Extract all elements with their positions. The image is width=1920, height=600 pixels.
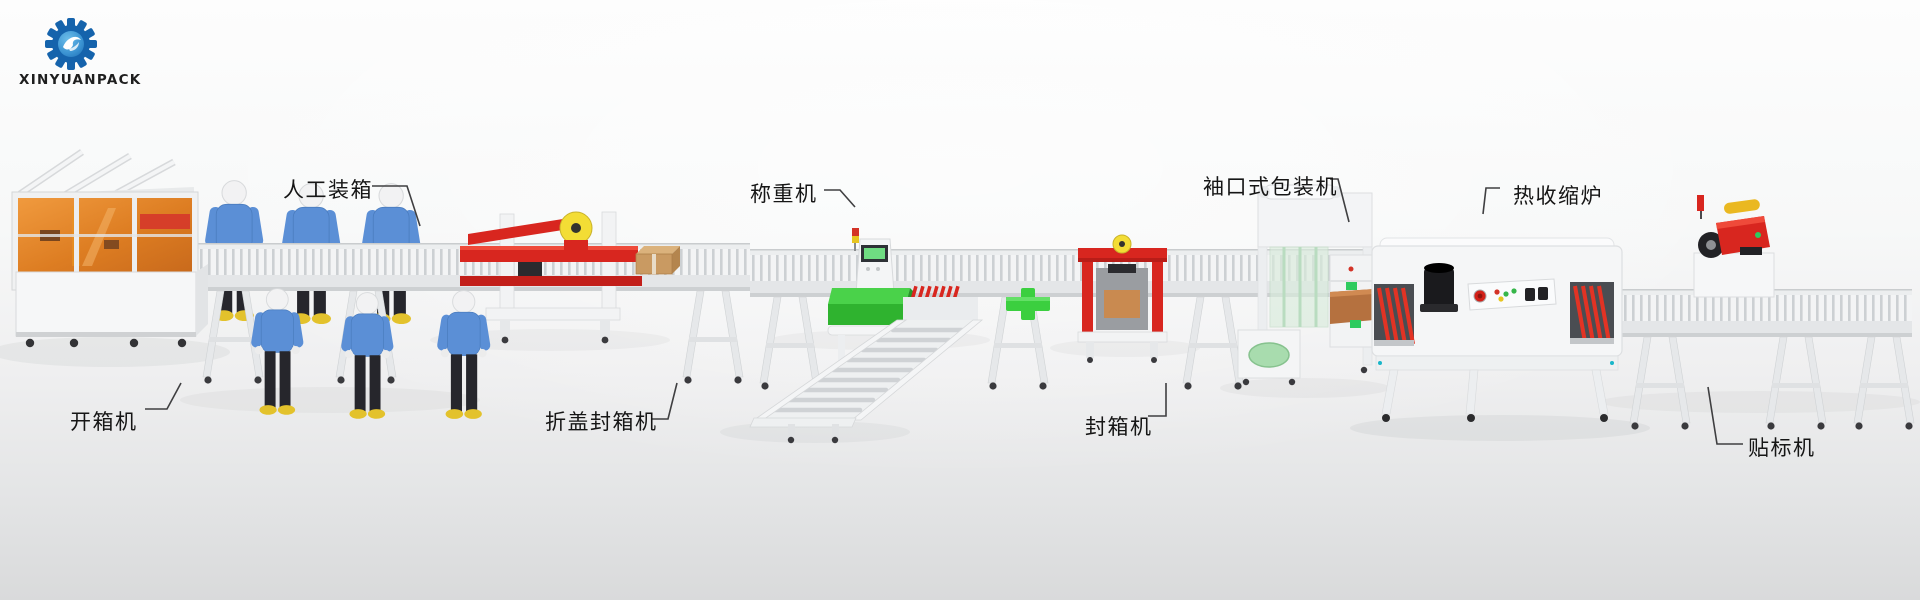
label-flap-folding-sealer: 折盖封箱机 <box>545 410 658 434</box>
label-checkweigher: 称重机 <box>750 182 818 206</box>
leader-line-checkweigher <box>824 189 856 208</box>
conveyor-leg <box>682 290 744 385</box>
case-sealer-machine <box>1077 234 1168 363</box>
heat-shrink-oven-machine <box>1330 237 1623 422</box>
leader-line-case-erector <box>145 382 182 410</box>
label-case-erector: 开箱机 <box>70 410 138 434</box>
leader-line-sleeve-wrapper <box>1330 178 1350 223</box>
carton-box <box>635 246 680 275</box>
leader-line-labeling-machine <box>1707 386 1743 445</box>
case-erector-machine <box>11 149 208 348</box>
labeling-machine <box>1693 195 1775 298</box>
label-labeling-machine: 贴标机 <box>1748 436 1816 460</box>
oven-entrance <box>1374 284 1415 346</box>
manual-packing-workers-front-row <box>249 288 492 420</box>
gear-logo-icon <box>45 18 97 70</box>
branch-conveyor <box>749 297 984 444</box>
conveyor-leg <box>1765 336 1827 431</box>
leader-line-case-sealer <box>1148 383 1167 417</box>
label-case-sealer: 封箱机 <box>1085 415 1153 439</box>
weighing-machine <box>828 228 914 325</box>
conveyor-leg <box>1182 296 1244 391</box>
green-cross-pusher <box>1006 288 1050 320</box>
conveyor-leg <box>1629 336 1691 431</box>
leader-line-flap-sealer <box>652 382 678 420</box>
brand-name: XINYUANPACK <box>19 72 142 88</box>
leader-line-heat-shrink-oven <box>1482 187 1500 215</box>
label-heat-shrink-oven: 热收缩炉 <box>1513 184 1603 208</box>
oven-control-panel <box>1467 278 1557 311</box>
flap-folding-sealer-machine <box>460 211 642 344</box>
oven-exit <box>1570 282 1614 344</box>
case-erector-top-frame <box>13 149 195 202</box>
label-manual-packing: 人工装箱 <box>283 178 373 202</box>
label-sleeve-wrapper: 袖口式包装机 <box>1203 175 1338 199</box>
conveyor-leg <box>759 296 821 391</box>
leader-line-manual-packing <box>372 185 421 227</box>
conveyor-leg <box>1853 336 1915 431</box>
callout-leader-lines <box>145 178 1743 445</box>
oven-chimney <box>1420 263 1458 312</box>
